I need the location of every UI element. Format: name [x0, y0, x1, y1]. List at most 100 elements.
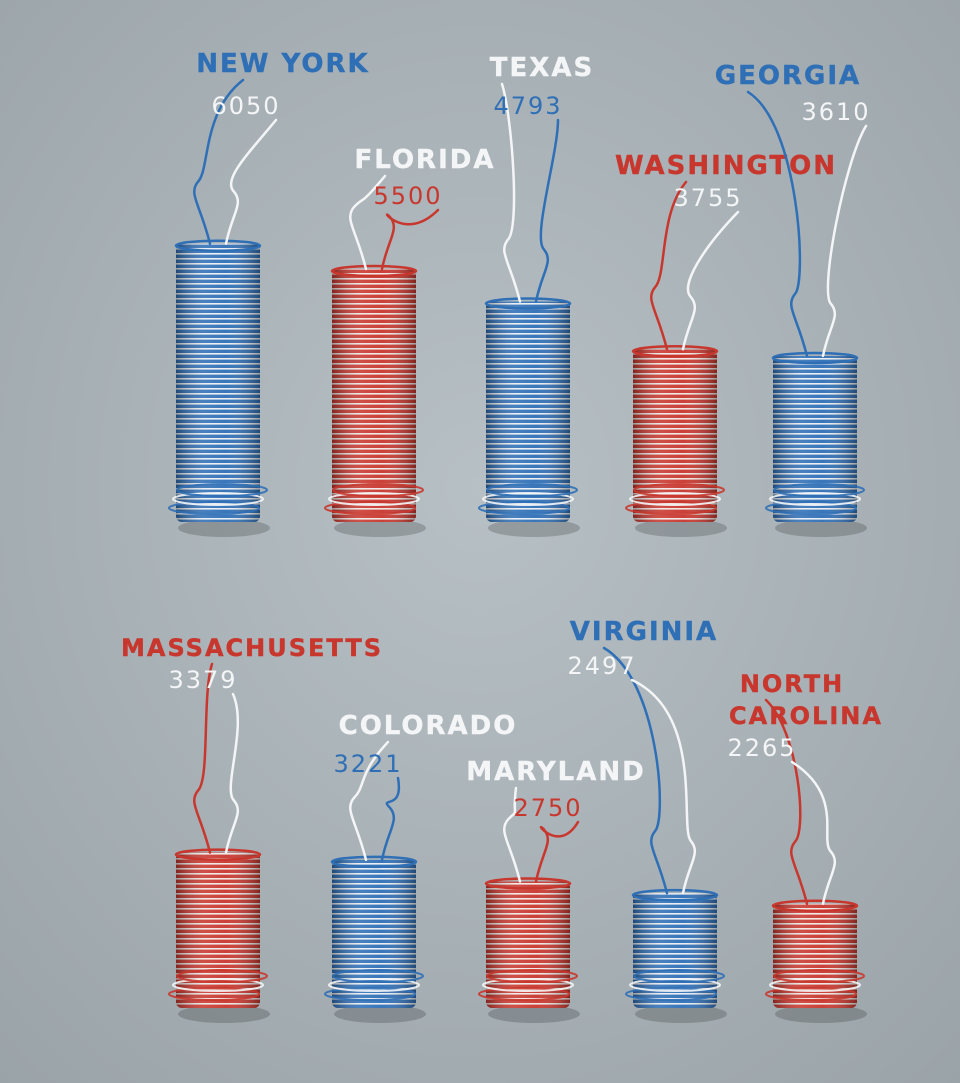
loose-wire-loop — [168, 987, 260, 1001]
spool-top-rim — [771, 899, 859, 913]
loose-wire-loop — [769, 978, 861, 992]
loose-wire-loop — [168, 501, 260, 515]
spool-new-york: NEW YORK 6050 — [168, 49, 369, 537]
loose-wire-loop — [625, 501, 717, 515]
spool-north-carolina: NORTH CAROLINA 2265 — [727, 670, 883, 1023]
data-label: 2750 — [513, 794, 582, 822]
bar-shading — [773, 355, 857, 522]
loose-wire-loop — [324, 987, 416, 1001]
bar-shading — [773, 903, 857, 1008]
data-label: 6050 — [211, 92, 280, 120]
wire-to-value-label — [380, 776, 401, 862]
spool-virginia: VIRGINIA 2497 — [567, 617, 727, 1023]
loose-wire-loop — [478, 987, 570, 1001]
spool-top-rim — [631, 345, 719, 358]
loose-wire-loop — [486, 483, 578, 497]
data-label: 2265 — [727, 734, 796, 762]
spool-massachusetts: MASSACHUSETTS 3379 — [121, 634, 383, 1023]
bar-shading — [332, 859, 416, 1008]
loose-wire-loop — [176, 969, 268, 983]
tick-label: GEORGIA — [715, 61, 861, 91]
spool-shadow — [635, 519, 727, 537]
data-label: 3221 — [333, 750, 402, 778]
tick-label: FLORIDA — [355, 145, 496, 175]
loose-wire-loop — [482, 978, 574, 992]
tick-label: NEW YORK — [196, 49, 369, 79]
data-label: 3610 — [801, 98, 870, 126]
spool-top-rim — [771, 351, 859, 365]
loose-wire-loop — [176, 483, 268, 497]
tick-label: NORTH — [740, 670, 844, 698]
spool-top-rim — [484, 877, 572, 890]
data-label: 3755 — [673, 184, 742, 212]
loose-wire-loop — [482, 492, 574, 506]
wire-to-name-label — [650, 180, 688, 351]
wire-to-name-label — [764, 698, 809, 906]
tick-label: WASHINGTON — [615, 151, 837, 181]
loose-wire-loop — [328, 978, 420, 992]
data-label: 3379 — [168, 666, 237, 694]
data-label: 5500 — [373, 182, 442, 210]
wire-to-value-label — [821, 124, 868, 358]
wire-to-name-label — [193, 662, 214, 854]
wire-to-name-label — [193, 78, 245, 245]
data-label: 4793 — [493, 92, 562, 120]
loose-wire-loop — [769, 492, 861, 506]
loose-wire-loop — [773, 483, 865, 497]
spool-top-rim — [330, 855, 418, 869]
loose-wire-loop — [172, 492, 264, 506]
spool-georgia: GEORGIA 3610 — [715, 61, 870, 537]
spool-shadow — [334, 519, 426, 537]
wire-to-name-label — [349, 174, 387, 271]
loose-wire-loop — [765, 501, 857, 515]
spool-shadow — [334, 1005, 426, 1023]
loose-wire-loop — [625, 987, 717, 1001]
data-label: 2497 — [567, 652, 636, 680]
spool-top-rim — [631, 888, 719, 902]
loose-wire-loop — [633, 969, 725, 983]
spool-texas: TEXAS 4793 — [478, 53, 594, 537]
bar-shading — [176, 243, 260, 522]
spool-top-rim — [330, 264, 418, 278]
wire-to-name-label — [602, 646, 669, 895]
wire-to-value-label — [380, 208, 440, 271]
wire-to-value-label — [224, 692, 240, 854]
wire-to-value-label — [534, 118, 560, 303]
loose-wire-loop — [324, 501, 416, 515]
bar-shading — [486, 881, 570, 1008]
loose-wire-loop — [332, 969, 424, 983]
wire-to-value-label — [224, 118, 278, 245]
spool-shadow — [488, 519, 580, 537]
tick-label: MASSACHUSETTS — [121, 634, 383, 662]
wire-to-name-label — [500, 82, 522, 303]
spool-shadow — [178, 519, 270, 537]
spool-top-rim — [484, 297, 572, 310]
loose-wire-loop — [478, 501, 570, 515]
spool-maryland: MARYLAND 2750 — [466, 757, 645, 1023]
spool-shadow — [635, 1005, 727, 1023]
spool-washington: WASHINGTON 3755 — [615, 151, 837, 537]
wire-to-value-label — [790, 760, 837, 906]
wire-to-name-label — [349, 740, 390, 862]
loose-wire-loop — [765, 987, 857, 1001]
tick-label: TEXAS — [490, 53, 594, 83]
loose-wire-loop — [328, 492, 420, 506]
loose-wire-loop — [332, 483, 424, 497]
spool-florida: FLORIDA 5500 — [324, 145, 496, 537]
loose-wire-loop — [486, 969, 578, 983]
loose-wire-loop — [172, 978, 264, 992]
bar-shading — [176, 852, 260, 1008]
loose-wire-loop — [629, 492, 721, 506]
loose-wire-loop — [633, 483, 725, 497]
spool-shadow — [775, 519, 867, 537]
tick-label: CAROLINA — [729, 702, 883, 730]
wire-to-value-label — [534, 820, 580, 883]
tick-label: COLORADO — [339, 711, 518, 741]
bar-shading — [486, 301, 570, 522]
tick-label: MARYLAND — [466, 757, 645, 787]
tick-label: VIRGINIA — [570, 617, 718, 647]
spool-shadow — [775, 1005, 867, 1023]
